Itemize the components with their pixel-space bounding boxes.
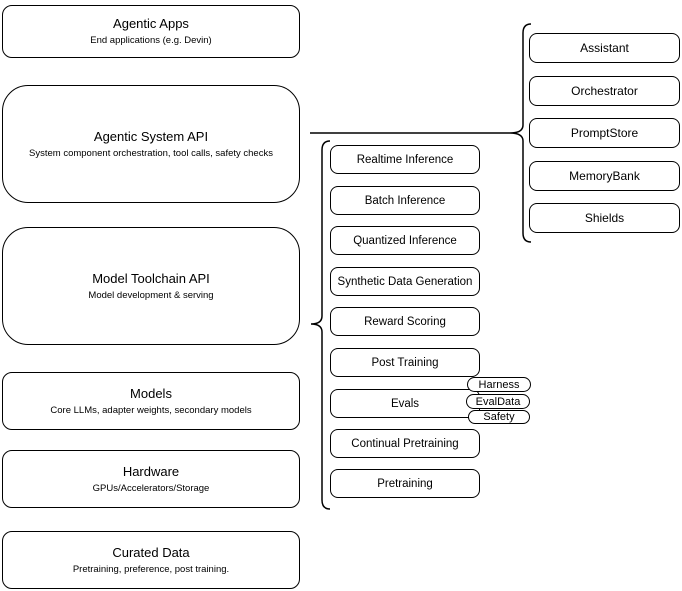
tag-evaldata: EvalData [466,394,530,409]
node-batch-inference: Batch Inference [330,186,480,215]
node-curated-data: Curated Data Pretraining, preference, po… [2,531,300,589]
node-subtitle: End applications (e.g. Devin) [90,35,212,46]
node-pretraining: Pretraining [330,469,480,498]
node-realtime-inference: Realtime Inference [330,145,480,174]
node-assistant: Assistant [529,33,680,63]
node-agentic-apps: Agentic Apps End applications (e.g. Devi… [2,5,300,58]
node-title: Agentic Apps [113,16,189,31]
node-post-training: Post Training [330,348,480,377]
node-title: Models [130,385,172,401]
node-shields: Shields [529,203,680,233]
tag-safety: Safety [468,410,530,424]
node-memorybank: MemoryBank [529,161,680,191]
node-synthetic-data-generation: Synthetic Data Generation [330,267,480,296]
node-subtitle: Core LLMs, adapter weights, secondary mo… [50,404,252,416]
system-brace [509,23,532,243]
node-agentic-system-api: Agentic System API System component orch… [2,85,300,203]
node-subtitle: Pretraining, preference, post training. [72,563,230,575]
node-continual-pretraining: Continual Pretraining [330,429,480,458]
node-promptstore: PromptStore [529,118,680,148]
node-quantized-inference: Quantized Inference [330,226,480,255]
node-title: Curated Data [112,544,190,560]
node-subtitle: System component orchestration, tool cal… [29,147,273,159]
node-hardware: Hardware GPUs/Accelerators/Storage [2,450,300,508]
node-evals: Evals [330,389,480,418]
node-models: Models Core LLMs, adapter weights, secon… [2,372,300,430]
node-subtitle: GPUs/Accelerators/Storage [92,482,210,494]
node-reward-scoring: Reward Scoring [330,307,480,336]
tag-harness: Harness [467,377,531,392]
node-model-toolchain-api: Model Toolchain API Model development & … [2,227,300,345]
toolchain-brace [310,140,331,510]
node-title: Hardware [122,463,180,479]
node-subtitle: Model development & serving [88,289,214,301]
node-title: Agentic System API [93,128,209,144]
node-orchestrator: Orchestrator [529,76,680,106]
node-title: Model Toolchain API [92,270,210,286]
